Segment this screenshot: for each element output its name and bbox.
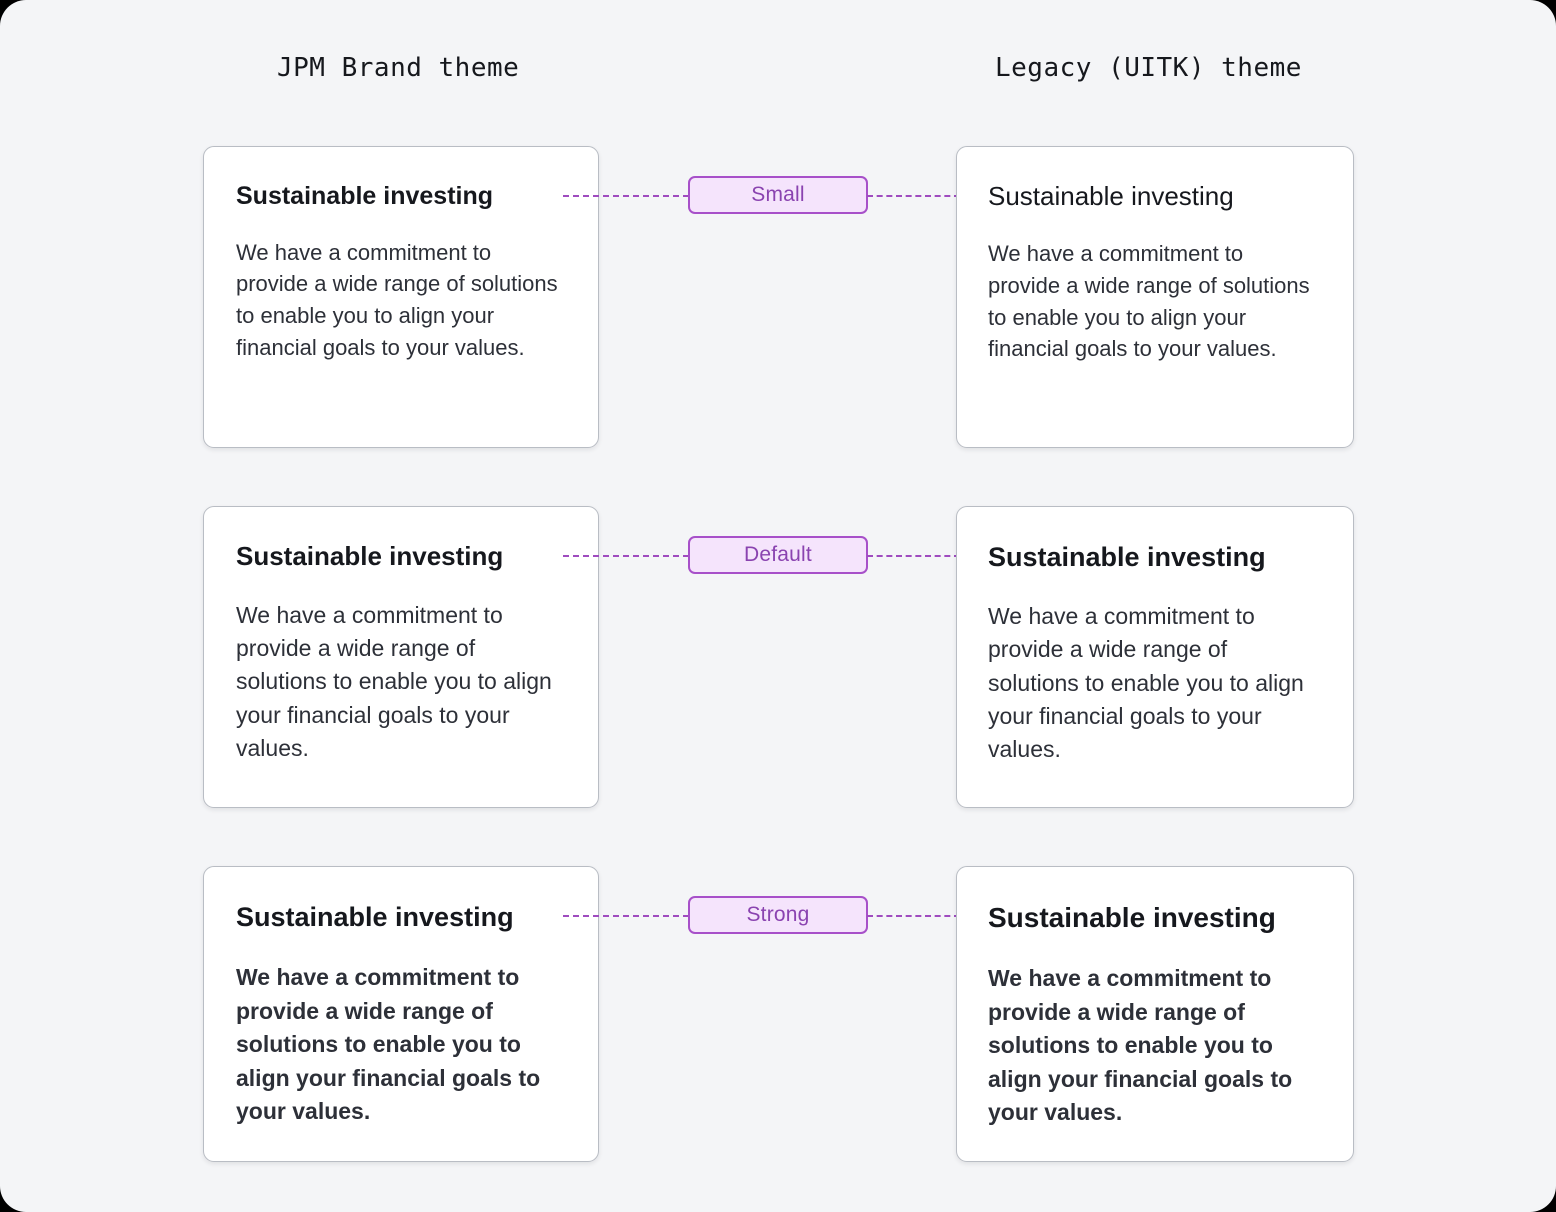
card-content: Sustainable investing We have a commitme… bbox=[957, 867, 1353, 1160]
card-content: Sustainable investing We have a commitme… bbox=[204, 507, 598, 795]
card-body-text: We have a commitment to provide a wide r… bbox=[988, 965, 1293, 1126]
comparison-row-strong: Sustainable investing We have a commitme… bbox=[0, 866, 1556, 1162]
card-title: Sustainable investing bbox=[988, 181, 1234, 211]
comparison-row-small: Sustainable investing We have a commitme… bbox=[0, 146, 1556, 448]
comparison-row-default: Sustainable investing We have a commitme… bbox=[0, 506, 1556, 808]
card-title: Sustainable investing bbox=[236, 541, 504, 571]
connector-line-right bbox=[867, 555, 989, 557]
brand-card-default[interactable]: Sustainable investing We have a commitme… bbox=[203, 506, 599, 808]
density-badge-strong[interactable]: Strong bbox=[688, 896, 868, 934]
legacy-card-strong[interactable]: Sustainable investing We have a commitme… bbox=[956, 866, 1354, 1162]
card-content: Sustainable investing We have a commitme… bbox=[957, 507, 1353, 797]
card-body-text: We have a commitment to provide a wide r… bbox=[988, 240, 1310, 362]
column-header-brand-theme: JPM Brand theme bbox=[277, 53, 520, 83]
card-title: Sustainable investing bbox=[988, 902, 1276, 933]
legacy-card-default[interactable]: Sustainable investing We have a commitme… bbox=[956, 506, 1354, 808]
card-content: Sustainable investing We have a commitme… bbox=[204, 147, 598, 394]
density-badge-default[interactable]: Default bbox=[688, 536, 868, 574]
legacy-card-small[interactable]: Sustainable investing We have a commitme… bbox=[956, 146, 1354, 448]
density-badge-small[interactable]: Small bbox=[688, 176, 868, 214]
card-content: Sustainable investing We have a commitme… bbox=[204, 867, 598, 1159]
card-title: Sustainable investing bbox=[236, 182, 494, 210]
card-title: Sustainable investing bbox=[988, 542, 1266, 572]
card-body-text: We have a commitment to provide a wide r… bbox=[236, 963, 541, 1125]
column-header-legacy-theme: Legacy (UITK) theme bbox=[995, 53, 1302, 83]
brand-card-strong[interactable]: Sustainable investing We have a commitme… bbox=[203, 866, 599, 1162]
card-content: Sustainable investing We have a commitme… bbox=[957, 147, 1353, 395]
card-title: Sustainable investing bbox=[236, 902, 514, 932]
connector-line-left bbox=[563, 195, 689, 197]
card-body-text: We have a commitment to provide a wide r… bbox=[988, 602, 1304, 763]
card-body-text: We have a commitment to provide a wide r… bbox=[236, 601, 552, 762]
connector-line-left bbox=[563, 915, 689, 917]
brand-card-small[interactable]: Sustainable investing We have a commitme… bbox=[203, 146, 599, 448]
connector-line-right bbox=[867, 915, 989, 917]
connector-line-left bbox=[563, 555, 689, 557]
connector-line-right bbox=[867, 195, 989, 197]
card-body-text: We have a commitment to provide a wide r… bbox=[236, 239, 558, 361]
